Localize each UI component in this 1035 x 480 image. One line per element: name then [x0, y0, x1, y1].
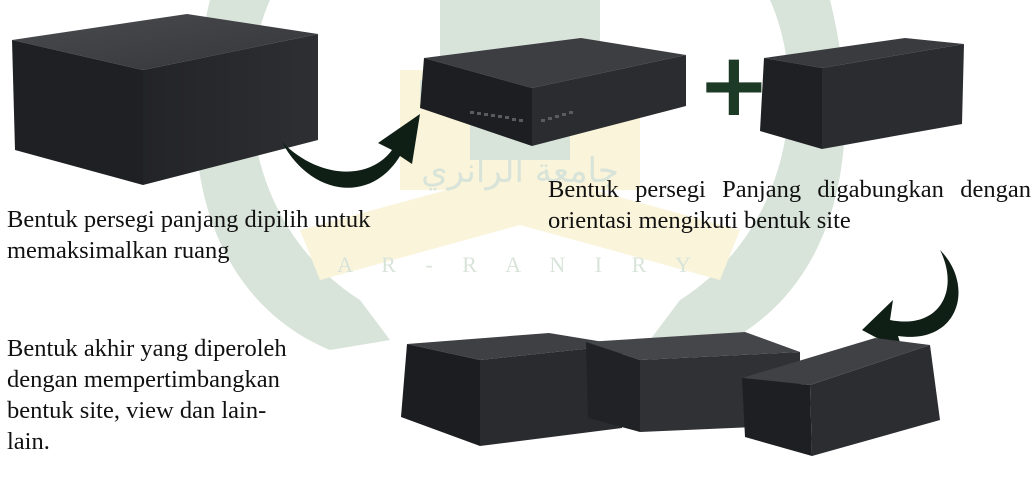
caption-rectangles-combined: Bentuk persegi Panjang digabungkan denga…	[548, 176, 1031, 234]
watermark-arabic-text: جامعة الرانري	[421, 151, 619, 191]
caption-final-form: Bentuk akhir yang diperoleh dengan mempe…	[7, 335, 287, 455]
caption-rectangle-chosen: Bentuk persegi panjang dipilih untuk mem…	[7, 206, 371, 264]
plus-icon: +	[697, 33, 771, 136]
watermark-latin-text: A R - R A N I R Y	[337, 252, 703, 277]
